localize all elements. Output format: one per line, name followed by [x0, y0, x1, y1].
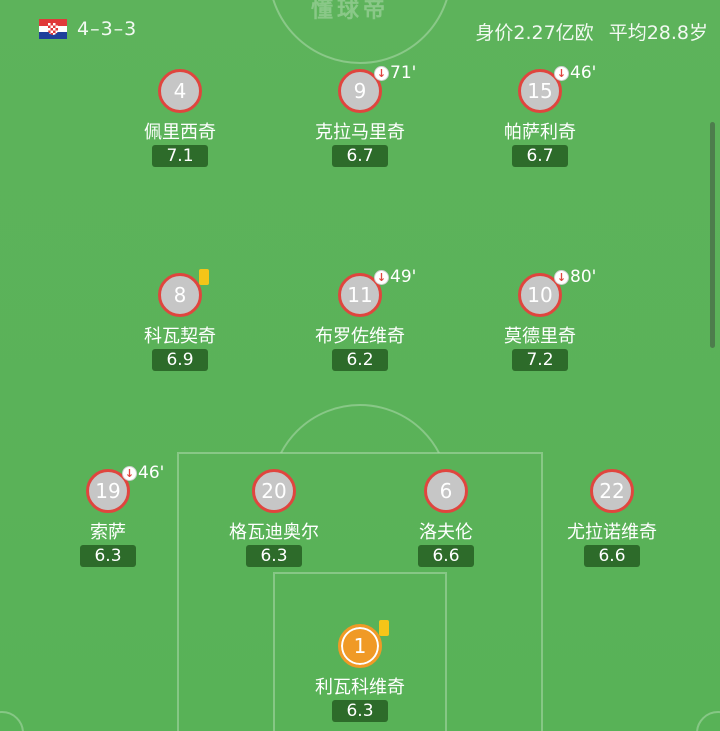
shirt-number-badge: 4 [158, 69, 202, 113]
player-name: 佩里西奇 [144, 122, 216, 143]
team-stats: 身价2.27亿欧平均28.8岁 [475, 18, 708, 45]
player-rating: 6.6 [584, 545, 640, 567]
shirt-number-badge: 11 [338, 273, 382, 317]
player-card[interactable]: 8 科瓦契奇 6.9 [105, 269, 255, 373]
lineup-header: 4–3–3 懂球帝 身价2.27亿欧平均28.8岁 [0, 0, 720, 60]
corner-arc-left [0, 711, 24, 731]
player-name: 索萨 [90, 522, 126, 543]
player-card[interactable]: 10 ↓ 80' 莫德里奇 7.2 [465, 267, 615, 373]
shirt-number-badge: 15 [518, 69, 562, 113]
player-card[interactable]: 11 ↓ 49' 布罗佐维奇 6.2 [285, 267, 435, 373]
substitution-time: 46' [138, 463, 165, 483]
shirt-number-badge: 1 [338, 624, 382, 668]
player-name: 克拉马里奇 [315, 122, 405, 143]
substitution-out-icon: ↓ [374, 66, 389, 81]
player-card[interactable]: 1 利瓦科维奇 6.3 [285, 620, 435, 724]
substitution-time: 49' [390, 267, 417, 287]
team-age-label: 平均28.8岁 [608, 22, 708, 44]
player-name: 布罗佐维奇 [315, 326, 405, 347]
croatia-flag-icon [39, 19, 67, 39]
substitution-time: 80' [570, 267, 597, 287]
player-rating: 6.9 [152, 349, 208, 371]
shirt-number-badge: 6 [424, 469, 468, 513]
player-rating: 6.7 [332, 145, 388, 167]
substitution-time: 46' [570, 63, 597, 83]
player-name: 帕萨利奇 [504, 122, 576, 143]
shirt-number-badge: 22 [590, 469, 634, 513]
team-value-label: 身价2.27亿欧 [475, 22, 594, 44]
player-card[interactable]: 20 格瓦迪奥尔 6.3 [199, 469, 349, 569]
player-card[interactable]: 15 ↓ 46' 帕萨利奇 6.7 [465, 63, 615, 169]
substitution-out-icon: ↓ [374, 270, 389, 285]
player-rating: 6.3 [332, 700, 388, 722]
watermark-logo: 懂球帝 [311, 0, 390, 23]
substitution-out-icon: ↓ [554, 66, 569, 81]
player-card[interactable]: 22 尤拉诺维奇 6.6 [537, 469, 687, 569]
shirt-number-badge: 8 [158, 273, 202, 317]
player-name: 格瓦迪奥尔 [229, 522, 319, 543]
player-rating: 7.1 [152, 145, 208, 167]
player-name: 尤拉诺维奇 [567, 522, 657, 543]
substitution-out-icon: ↓ [122, 466, 137, 481]
formation-label: 4–3–3 [77, 18, 138, 40]
penalty-area [177, 452, 543, 731]
player-card[interactable]: 9 ↓ 71' 克拉马里奇 6.7 [285, 63, 435, 169]
player-rating: 6.3 [80, 545, 136, 567]
scrollbar[interactable] [710, 122, 715, 348]
player-name: 利瓦科维奇 [315, 677, 405, 698]
player-card[interactable]: 19 ↓ 46' 索萨 6.3 [33, 463, 183, 569]
substitution-time: 71' [390, 63, 417, 83]
player-card[interactable]: 4 佩里西奇 7.1 [105, 69, 255, 169]
substitution-out-icon: ↓ [554, 270, 569, 285]
player-rating: 6.7 [512, 145, 568, 167]
player-rating: 6.6 [418, 545, 474, 567]
player-name: 洛夫伦 [419, 522, 473, 543]
player-name: 科瓦契奇 [144, 326, 216, 347]
yellow-card-icon [199, 269, 209, 285]
player-rating: 7.2 [512, 349, 568, 371]
player-card[interactable]: 6 洛夫伦 6.6 [371, 469, 521, 569]
goal-area [273, 572, 447, 731]
yellow-card-icon [379, 620, 389, 636]
corner-arc-right [696, 711, 720, 731]
shirt-number-badge: 20 [252, 469, 296, 513]
player-rating: 6.3 [246, 545, 302, 567]
player-rating: 6.2 [332, 349, 388, 371]
player-name: 莫德里奇 [504, 326, 576, 347]
shirt-number-badge: 19 [86, 469, 130, 513]
